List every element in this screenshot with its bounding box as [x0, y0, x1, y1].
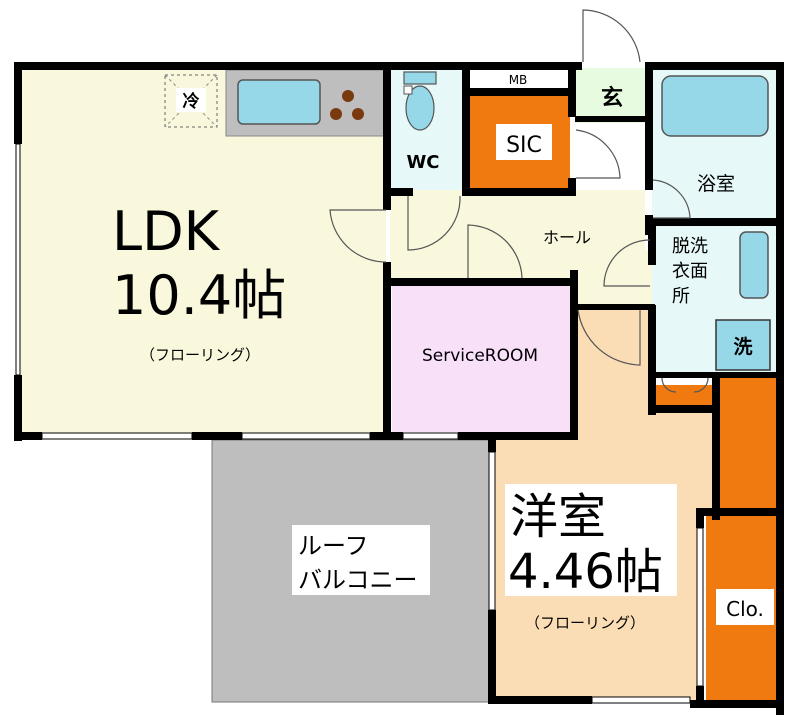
wall [14, 375, 22, 441]
wall [690, 700, 784, 708]
ldk-size-label: 10.4帖 [112, 264, 286, 327]
hall-floor-lower [575, 250, 655, 310]
wall [462, 62, 470, 192]
wall [383, 262, 391, 440]
wall [568, 178, 576, 196]
wall [14, 432, 42, 440]
western-floor-label: （フローリング） [525, 614, 645, 632]
wall [462, 188, 477, 196]
dressing-label-line1: 脱洗 [672, 236, 708, 257]
service-room-door [467, 224, 523, 279]
wc-floor [390, 68, 465, 190]
western-size-label: 4.46帖 [508, 544, 663, 600]
wall [648, 225, 656, 265]
stove-burner-icon [352, 108, 364, 120]
wall [645, 62, 653, 190]
wall [474, 188, 576, 196]
dressing-label-line2: 衣面 [672, 261, 708, 282]
wall [386, 62, 582, 70]
wall [696, 508, 784, 516]
wall [712, 372, 720, 520]
wc-label: WC [406, 152, 439, 173]
balcony-label-line1: ルーフ [298, 532, 369, 560]
wall [383, 188, 413, 196]
washer-label: 洗 [733, 335, 752, 358]
wall [648, 305, 656, 415]
cabinet-door [693, 377, 709, 393]
balcony-label-bg [292, 525, 430, 595]
window [41, 432, 193, 440]
service-room-floor [392, 285, 572, 432]
washer-space [715, 319, 771, 371]
ldk-door [329, 209, 387, 263]
wall [192, 432, 242, 440]
window [488, 451, 496, 611]
entrance-label: 玄 [601, 85, 623, 111]
dressing-label-line3: 所 [672, 286, 690, 307]
washbasin-icon [739, 231, 769, 299]
bathtub-icon [661, 75, 769, 137]
toilet-bowl-icon [405, 85, 435, 131]
bath-door [652, 179, 691, 219]
window [241, 432, 371, 440]
sic-door [575, 129, 621, 179]
closet-label-bg [716, 589, 774, 625]
wall [575, 116, 650, 122]
wall [383, 62, 391, 210]
ldk-name-label: LDK [112, 200, 221, 263]
toilet-paper-icon [403, 85, 413, 95]
wall [14, 62, 390, 70]
window [402, 432, 459, 440]
wc-door [407, 195, 461, 251]
fridge-space [164, 74, 218, 128]
stove-burner-icon [342, 90, 354, 102]
mb-label: MB [509, 73, 528, 87]
service-room-label: ServiceROOM [422, 346, 538, 366]
entrance-door [582, 9, 641, 63]
wall [488, 610, 496, 704]
wall [696, 508, 704, 528]
dressing-door [603, 239, 651, 287]
window [696, 527, 704, 687]
wall [462, 88, 576, 96]
wall [383, 432, 403, 440]
sink-icon [237, 79, 321, 125]
western-room-door [577, 309, 641, 366]
western-name-label: 洋室 [510, 489, 606, 545]
western-label-bg [505, 484, 677, 596]
stove-burner-icon [330, 108, 342, 120]
fridge-label-bg [176, 88, 206, 112]
sic-label-bg [496, 124, 552, 160]
wall [645, 62, 784, 70]
fridge-label: 冷 [183, 91, 200, 112]
wall [383, 278, 573, 286]
wall [488, 440, 496, 452]
wall [696, 686, 704, 708]
cabinet-door [661, 377, 677, 393]
hall-label: ホール [543, 228, 591, 247]
wall [458, 432, 578, 440]
bath-label: 浴室 [697, 173, 735, 195]
storage-right [718, 378, 778, 508]
window [591, 696, 691, 704]
closet-label: Clo. [726, 597, 764, 621]
window [15, 143, 21, 376]
wall [568, 62, 576, 117]
entrance-floor [575, 68, 650, 123]
wall [488, 696, 592, 704]
wall [776, 62, 784, 715]
toilet-tank-icon [403, 71, 437, 85]
balcony-label-line2: バルコニー [298, 566, 418, 594]
ldk-floor-label: （フローリング） [140, 346, 260, 364]
wall [570, 270, 578, 440]
wall [645, 218, 784, 226]
wall [648, 405, 720, 413]
wall [575, 304, 655, 310]
sic-label: SIC [506, 133, 542, 158]
wall [14, 62, 22, 144]
